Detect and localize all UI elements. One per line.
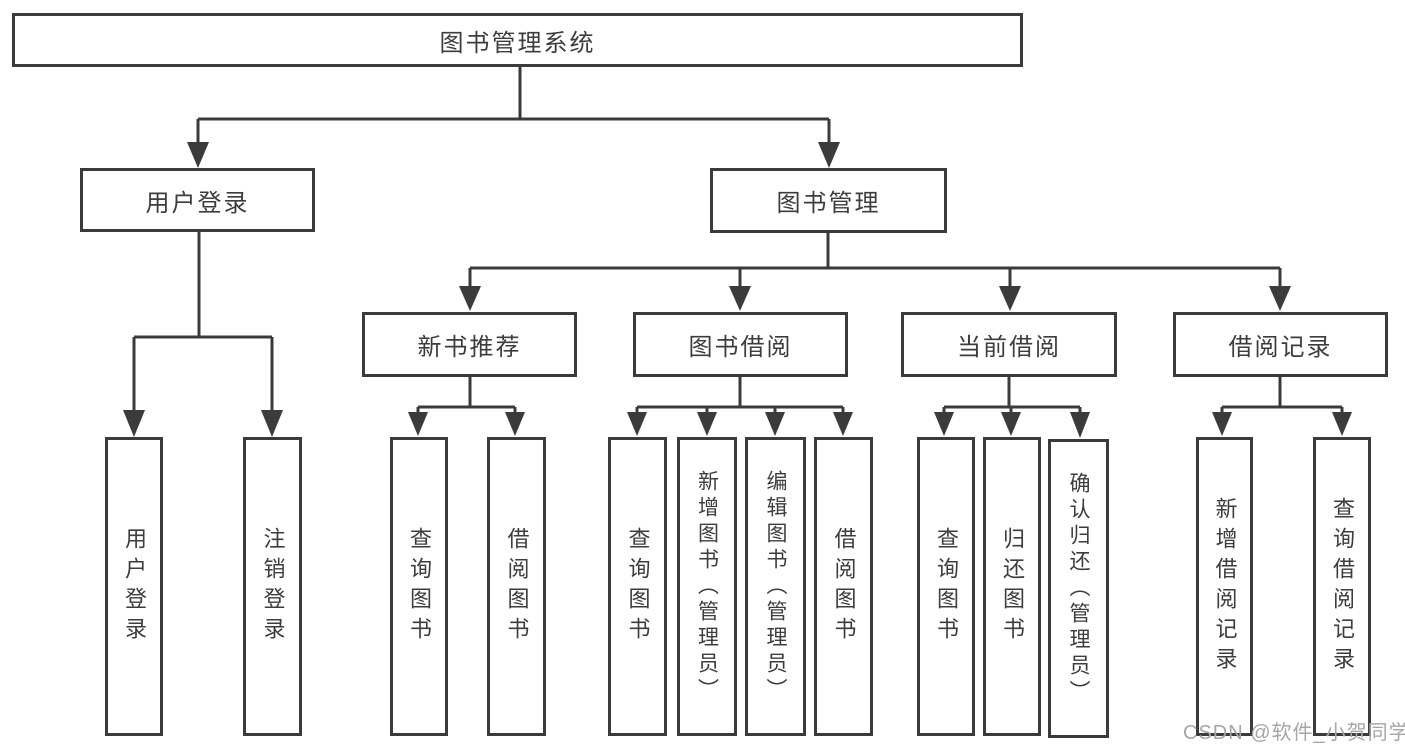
leaf-return-books: 归还图书 <box>983 437 1041 736</box>
leaf-add-book-admin-label: 新增图书（管理员） <box>695 469 719 704</box>
leaf-query-books-recommend: 查询图书 <box>390 437 448 736</box>
leaf-return-books-label: 归还图书 <box>1000 526 1025 647</box>
leaf-add-borrow-record: 新增借阅记录 <box>1196 437 1253 736</box>
arrowheads-book-management <box>459 286 1291 311</box>
leaf-query-books-current: 查询图书 <box>917 437 975 736</box>
leaf-user-login-label: 用户登录 <box>122 526 147 647</box>
node-borrow-records-label: 借阅记录 <box>1228 334 1333 361</box>
connector-book-management <box>468 233 1282 288</box>
node-book-borrow: 图书借阅 <box>633 312 848 377</box>
leaf-query-borrow-record-label: 查询借阅记录 <box>1330 496 1355 677</box>
node-borrow-records: 借阅记录 <box>1173 312 1388 377</box>
leaf-query-borrow-record: 查询借阅记录 <box>1313 437 1371 736</box>
leaf-query-books-borrow-label: 查询图书 <box>625 526 651 647</box>
leaf-logout: 注销登录 <box>243 437 302 736</box>
connector-book-borrow <box>635 377 845 414</box>
arrowheads-borrow-records <box>1212 412 1352 436</box>
connector-borrow-records <box>1220 377 1344 414</box>
leaf-query-books-recommend-label: 查询图书 <box>407 526 432 647</box>
connector-user-login <box>132 232 274 412</box>
arrowheads-current-borrow <box>934 412 1090 438</box>
leaf-edit-book-admin-label: 编辑图书（管理员） <box>764 469 787 704</box>
connector-new-book-recommend <box>416 377 517 414</box>
leaf-query-books-borrow: 查询图书 <box>608 437 667 736</box>
leaf-query-books-current-label: 查询图书 <box>934 526 959 647</box>
leaf-borrow-books-recommend-label: 借阅图书 <box>504 526 530 647</box>
node-user-login: 用户登录 <box>80 168 315 232</box>
arrowheads-root <box>187 142 840 168</box>
leaf-borrow-books-label: 借阅图书 <box>831 526 857 647</box>
leaf-user-login: 用户登录 <box>105 437 163 736</box>
leaf-borrow-books: 借阅图书 <box>814 437 873 736</box>
node-book-borrow-label: 图书借阅 <box>688 334 793 361</box>
arrowheads-new-book-recommend <box>408 412 525 436</box>
leaf-edit-book-admin: 编辑图书（管理员） <box>745 437 806 736</box>
arrowheads-user-login <box>123 410 283 437</box>
leaf-confirm-return-admin: 确认归还（管理员） <box>1048 439 1109 738</box>
arrowheads-book-borrow <box>627 412 853 436</box>
node-new-book-recommend-label: 新书推荐 <box>417 334 522 361</box>
node-current-borrow-label: 当前借阅 <box>957 334 1061 361</box>
connector-root <box>196 67 831 144</box>
leaf-logout-label: 注销登录 <box>260 526 286 647</box>
leaf-add-book-admin: 新增图书（管理员） <box>677 437 737 736</box>
node-root: 图书管理系统 <box>12 13 1023 67</box>
node-book-management: 图书管理 <box>710 168 947 233</box>
leaf-confirm-return-admin-label: 确认归还（管理员） <box>1067 471 1090 706</box>
node-user-login-label: 用户登录 <box>145 189 250 217</box>
watermark: CSDN @软件_小贺同学 <box>1183 722 1405 744</box>
node-root-label: 图书管理系统 <box>439 29 596 57</box>
node-book-management-label: 图书管理 <box>776 190 881 217</box>
connector-current-borrow <box>942 377 1082 414</box>
node-current-borrow: 当前借阅 <box>901 312 1117 377</box>
leaf-add-borrow-record-label: 新增借阅记录 <box>1212 496 1238 677</box>
leaf-borrow-books-recommend: 借阅图书 <box>487 437 546 736</box>
node-new-book-recommend: 新书推荐 <box>362 312 577 377</box>
